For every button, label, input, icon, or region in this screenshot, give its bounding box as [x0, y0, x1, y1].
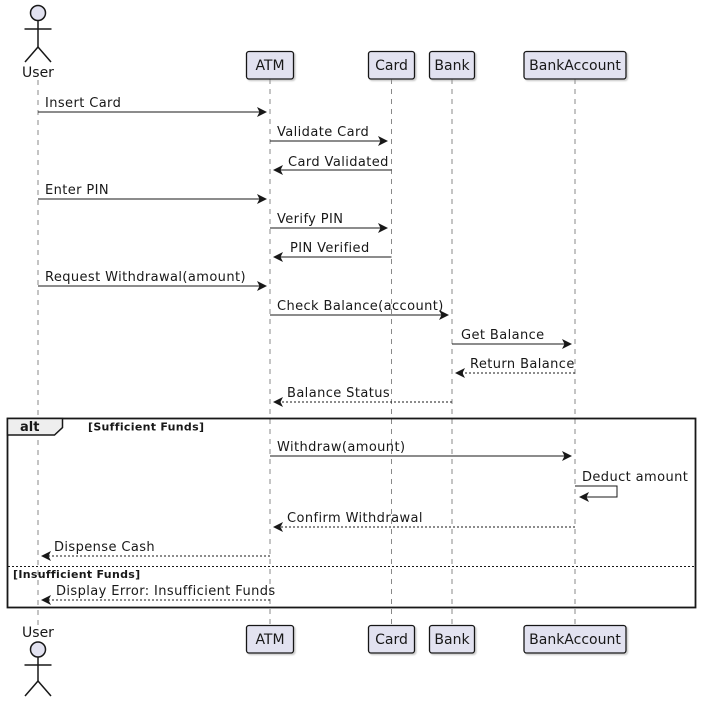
actor-label-user-bottom: User — [22, 625, 54, 641]
message-label: Deduct amount — [582, 470, 688, 485]
actor-head-icon — [29, 4, 47, 22]
message-label: Confirm Withdrawal — [287, 511, 423, 526]
alt-guard-insufficient: [Insufficient Funds] — [13, 568, 140, 581]
participant-box-card-top — [367, 50, 416, 80]
participant-box-card-bottom — [367, 624, 416, 654]
actor-label-user-top: User — [22, 65, 54, 81]
alt-operator-tab — [6, 417, 64, 436]
participant-box-atm-top — [245, 50, 295, 80]
message-label: Withdraw(amount) — [277, 440, 405, 455]
message-label: Check Balance(account) — [277, 299, 444, 314]
participant-label-atm-top: ATM — [255, 58, 284, 74]
message-label: Display Error: Insufficient Funds — [56, 584, 276, 599]
participants-top: ATM Card Bank BankAccount — [245, 50, 627, 80]
participant-box-bank-bottom — [428, 624, 476, 654]
alt-guard-sufficient: [Sufficient Funds] — [88, 421, 204, 434]
message-label: Return Balance — [470, 357, 575, 372]
alt-operator-label: alt — [20, 420, 39, 435]
participant-box-bank-top — [428, 50, 476, 80]
message-label: Verify PIN — [277, 212, 343, 227]
participant-box-bankaccount-top — [523, 50, 627, 80]
alt-fragment: alt [Sufficient Funds] [Insufficient Fun… — [6, 417, 697, 609]
message-label: Card Validated — [288, 155, 389, 170]
actor-user-bottom: User — [22, 625, 54, 697]
message-label: Validate Card — [277, 125, 369, 140]
actor-user-top: User — [22, 4, 54, 81]
participant-label-card-bottom: Card — [375, 632, 408, 648]
alt-fragment-frame — [6, 417, 697, 609]
messages: Insert Card Validate Card Card Validated… — [38, 96, 688, 605]
participants-bottom: ATM Card Bank BankAccount — [245, 624, 627, 654]
message-label: Balance Status — [287, 386, 390, 401]
participant-box-bankaccount-bottom — [523, 624, 627, 654]
participant-label-bank-bottom: Bank — [434, 632, 470, 648]
self-message-arrow — [575, 485, 618, 502]
participant-label-bankaccount-top: BankAccount — [529, 58, 621, 74]
participant-label-card-top: Card — [375, 58, 408, 74]
message-label: Insert Card — [45, 96, 121, 111]
message-label: Get Balance — [461, 328, 545, 343]
participant-label-bankaccount-bottom: BankAccount — [529, 632, 621, 648]
participant-label-bank-top: Bank — [434, 58, 470, 74]
actor-head-icon — [29, 641, 47, 658]
message-label: Enter PIN — [45, 183, 109, 198]
message-label: PIN Verified — [290, 241, 370, 256]
message-label: Dispense Cash — [54, 540, 155, 555]
participant-box-atm-bottom — [245, 624, 295, 654]
participant-label-atm-bottom: ATM — [255, 632, 284, 648]
message-label: Request Withdrawal(amount) — [45, 270, 246, 285]
